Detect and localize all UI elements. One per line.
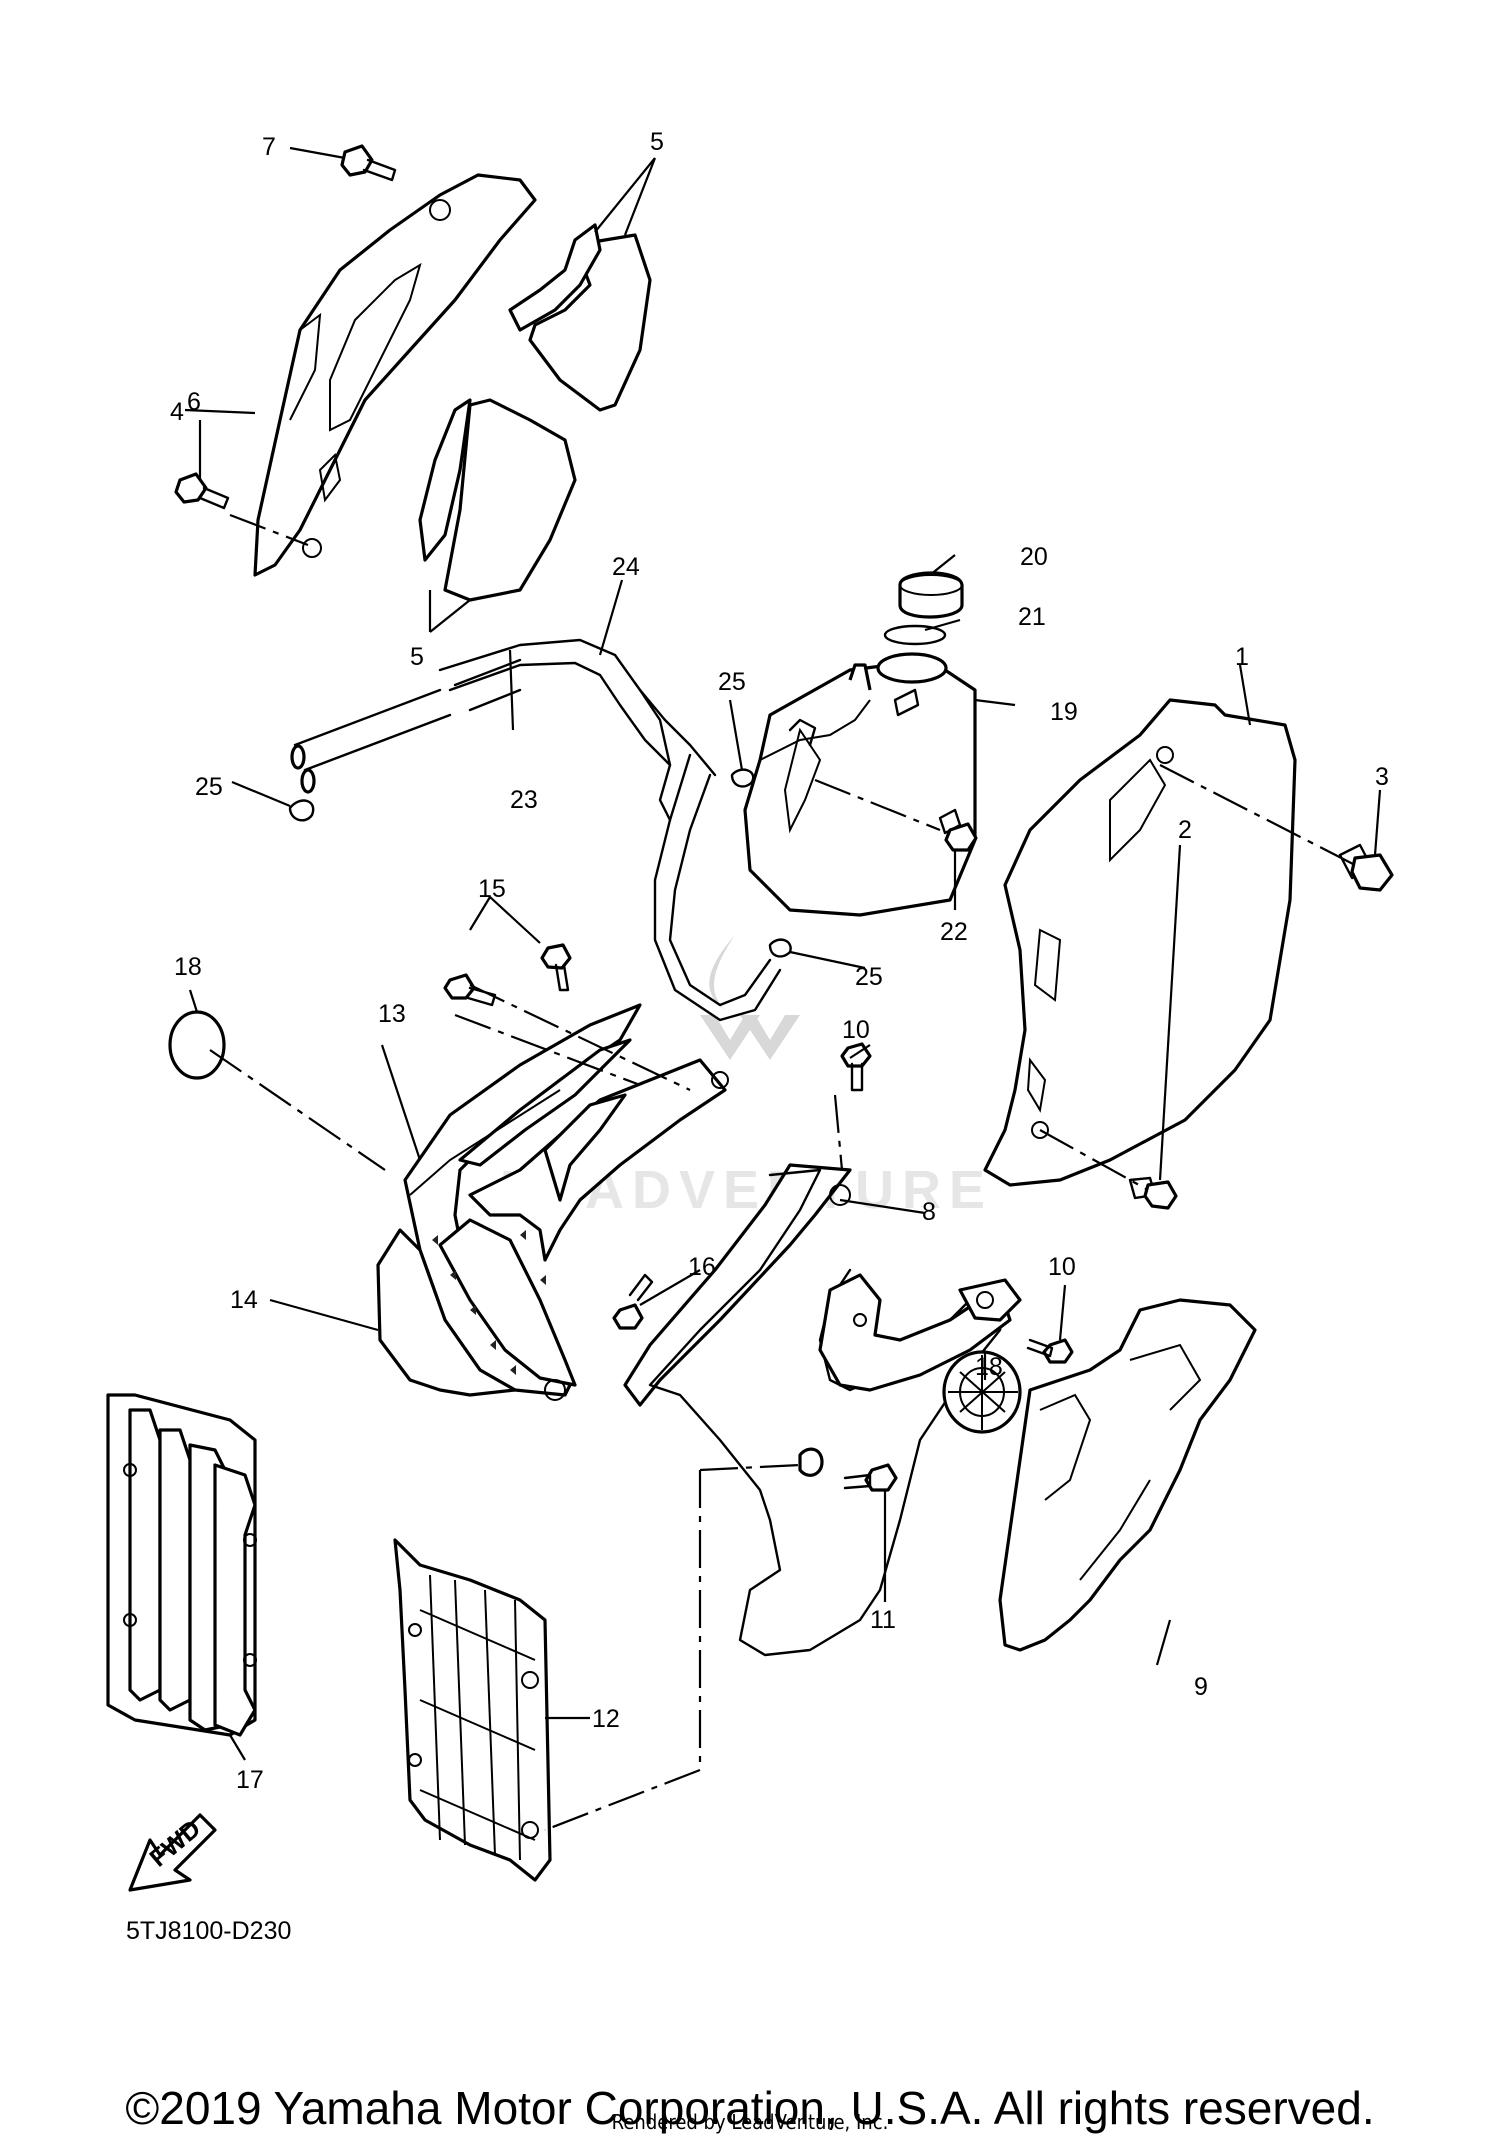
callout-23: 23 <box>510 786 538 814</box>
bolt-part[interactable] <box>1338 843 1394 892</box>
bolt-part[interactable] <box>443 943 572 1007</box>
shroud-decal-part[interactable] <box>376 1228 517 1397</box>
radiator-guard-part[interactable] <box>106 1393 257 1737</box>
bolt-part[interactable] <box>938 808 978 852</box>
callout-10: 10 <box>1048 1253 1076 1281</box>
reservoir-cap-part[interactable] <box>898 571 964 619</box>
hose-part[interactable] <box>293 638 782 1022</box>
callout-18: 18 <box>975 1353 1003 1381</box>
tank-decal-part[interactable] <box>998 1298 1257 1652</box>
radiator-louver-part[interactable] <box>393 1538 552 1882</box>
callout-14: 14 <box>230 1286 258 1314</box>
bolt-part[interactable] <box>1128 1176 1178 1210</box>
callout-8: 8 <box>922 1198 936 1226</box>
rubber-plug-part[interactable] <box>168 1010 226 1080</box>
callout-15: 15 <box>478 875 506 903</box>
alignment-lines <box>209 513 1356 1832</box>
coolant-reservoir-tank-part[interactable] <box>743 652 977 917</box>
side-cover-part[interactable] <box>623 1163 1022 1657</box>
callout-5: 5 <box>410 643 424 671</box>
bolt-part[interactable] <box>798 1447 898 1492</box>
callout-10: 10 <box>842 1016 870 1044</box>
callout-labels: 7 5 6 4 5 24 23 25 25 25 20 21 19 22 1 3… <box>170 128 1389 1794</box>
callout-22: 22 <box>940 918 968 946</box>
o-ring-part[interactable] <box>883 624 947 646</box>
forward-direction-arrow: FWD <box>128 1813 217 1892</box>
callout-17: 17 <box>236 1766 264 1794</box>
callout-4: 4 <box>170 398 184 426</box>
yamaha-emblem-part[interactable] <box>942 1350 1022 1434</box>
callout-1: 1 <box>1235 643 1249 671</box>
right-side-cover-part[interactable] <box>983 698 1297 1187</box>
callout-12: 12 <box>592 1705 620 1733</box>
callout-24: 24 <box>612 553 640 581</box>
left-radiator-shroud-part[interactable] <box>253 173 537 577</box>
callout-19: 19 <box>1050 698 1078 726</box>
callout-21: 21 <box>1018 603 1046 631</box>
callout-11: 11 <box>870 1606 896 1634</box>
callout-25: 25 <box>718 668 746 696</box>
radiator-shroud-part[interactable] <box>403 1003 729 1401</box>
callout-2: 2 <box>1178 816 1192 844</box>
callout-20: 20 <box>1020 543 1048 571</box>
callout-3: 3 <box>1375 763 1389 791</box>
callout-6: 6 <box>187 388 201 416</box>
copyright-notice: ©2019 Yamaha Motor Corporation, U.S.A. A… <box>125 2082 1375 2134</box>
hose-end <box>290 744 306 770</box>
callout-13: 13 <box>378 1000 406 1028</box>
bolt-part[interactable] <box>174 472 230 510</box>
hose-end <box>300 768 316 794</box>
decal-set-part[interactable] <box>418 223 652 602</box>
callout-5: 5 <box>650 128 664 156</box>
callout-25: 25 <box>195 773 223 801</box>
callout-7: 7 <box>262 133 276 161</box>
callout-18: 18 <box>174 953 202 981</box>
leader-lines <box>184 146 1382 1761</box>
bolt-part[interactable] <box>340 144 397 182</box>
callout-9: 9 <box>1194 1673 1208 1701</box>
diagram-code: 5TJ8100-D230 <box>126 1917 292 1945</box>
bolt-part[interactable] <box>612 1273 654 1330</box>
bolt-part[interactable] <box>840 1042 1074 1364</box>
callout-25: 25 <box>855 963 883 991</box>
hose-clamp-part[interactable] <box>288 768 792 958</box>
render-credit: Rendered by LeadVenture, Inc. <box>611 2110 889 2134</box>
callout-16: 16 <box>688 1253 716 1281</box>
